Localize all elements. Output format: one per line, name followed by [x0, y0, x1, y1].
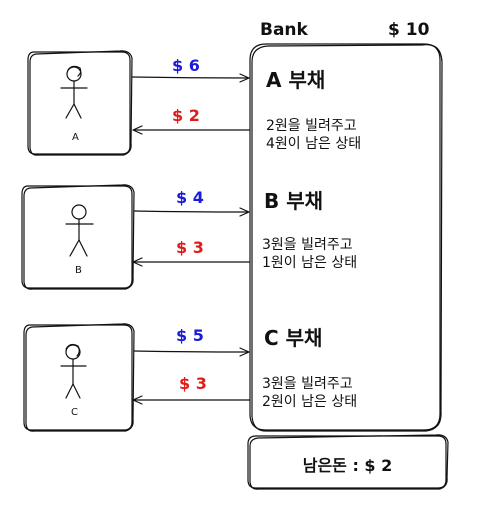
borrow-arrow-a: [131, 73, 250, 83]
borrow-arrow-b: [133, 207, 250, 217]
debt-line-c-1: 3원을 빌려주고: [262, 376, 353, 392]
person-box-b: [21, 184, 135, 290]
person-label-a: A: [72, 132, 79, 143]
bank-box: [249, 43, 443, 432]
person-label-c: C: [71, 407, 78, 418]
debt-line-a-2: 4원이 남은 상태: [266, 136, 362, 152]
repay-amount-b: $ 3: [176, 238, 204, 257]
person-box-c: [23, 323, 135, 432]
stick-figure-b: [65, 204, 94, 257]
remaining-money: 남은돈 : $ 2: [302, 456, 393, 475]
stick-figure-c: [60, 343, 87, 399]
repay-amount-a: $ 2: [172, 106, 200, 125]
repay-arrow-a: [132, 125, 251, 135]
repay-amount-c: $ 3: [179, 374, 207, 393]
debt-line-c-2: 2원이 남은 상태: [262, 394, 358, 410]
borrow-amount-a: $ 6: [172, 56, 200, 75]
person-label-b: B: [75, 265, 82, 276]
debt-line-b-2: 1원이 남은 상태: [262, 255, 358, 271]
borrow-arrow-c: [133, 347, 250, 357]
debt-line-a-1: 2원을 빌려주고: [266, 118, 357, 134]
bank-total: $ 10: [388, 20, 430, 40]
debt-title-b: B 부채: [264, 189, 324, 213]
bank-title: Bank: [260, 20, 308, 40]
remaining-box: [247, 434, 449, 490]
stick-figure-a: [60, 65, 88, 119]
debt-title-c: C 부채: [264, 326, 323, 350]
person-box-a: [27, 50, 133, 156]
borrow-amount-c: $ 5: [176, 326, 204, 345]
debt-line-b-1: 3원을 빌려주고: [262, 237, 353, 253]
repay-arrow-c: [132, 395, 251, 405]
borrow-amount-b: $ 4: [176, 188, 204, 207]
debt-title-a: A 부채: [266, 68, 326, 92]
repay-arrow-b: [132, 257, 251, 267]
